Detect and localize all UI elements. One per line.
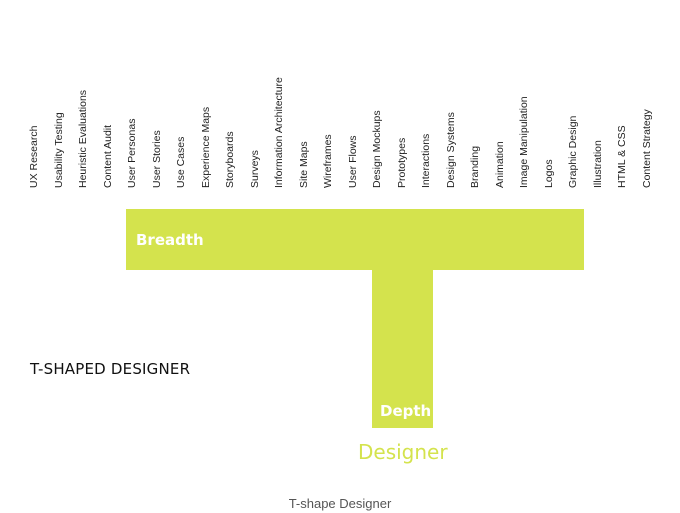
skill-label: HTML & CSS (616, 125, 628, 188)
diagram-title: T-SHAPED DESIGNER (30, 360, 191, 378)
skill-label: Animation (493, 141, 506, 188)
skill-label: Surveys (248, 150, 261, 188)
skill-label: UX Research (28, 125, 40, 188)
figure-caption: T-shape Designer (288, 496, 392, 511)
breadth-label: Breadth (136, 231, 204, 249)
skill-label: Storyboards (224, 131, 236, 188)
skill-label: Wireframes (322, 134, 334, 188)
skill-label: Site Maps (297, 141, 310, 188)
skill-label: Interactions (420, 133, 432, 188)
skill-label: Information Architecture (273, 77, 285, 188)
depth-label: Depth (380, 402, 432, 420)
skill-label: Logos (542, 159, 555, 188)
breadth-bar (126, 209, 584, 270)
designer-label: Designer (358, 440, 448, 464)
skills-row: UX Research Usability Testing Heuristic … (0, 0, 680, 200)
skill-label: Branding (469, 145, 481, 188)
skill-label: Design Mockups (371, 110, 383, 188)
skill-label: User Stories (150, 130, 163, 188)
skill-label: User Personas (126, 118, 138, 188)
skill-label: Heuristic Evaluations (77, 89, 89, 188)
skill-label: Content Strategy (640, 109, 653, 188)
skill-label: User Flows (346, 135, 359, 188)
skill-label: Experience Maps (199, 106, 212, 188)
skill-label: Usability Testing (52, 112, 65, 188)
skill-label: Illustration (591, 140, 604, 188)
depth-bar (372, 268, 433, 428)
skill-label: Design Systems (444, 112, 457, 188)
skill-label: Use Cases (175, 136, 187, 188)
skill-label: Image Manipulation (518, 96, 530, 188)
skill-label: Content Audit (101, 124, 114, 188)
skill-label: Graphic Design (567, 115, 579, 188)
skill-label: Prototypes (395, 137, 408, 188)
